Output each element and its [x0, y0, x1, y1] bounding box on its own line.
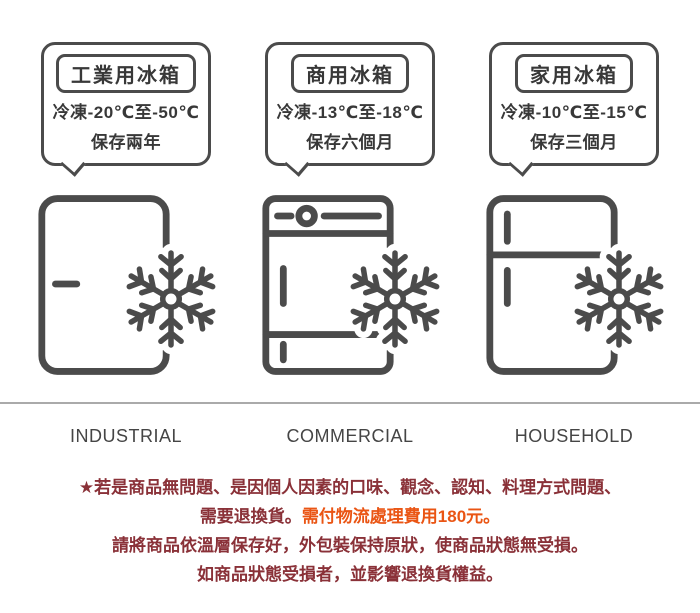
english-labels-row: INDUSTRIAL COMMERCIAL HOUSEHOLD: [0, 426, 700, 447]
divider-line: [0, 402, 700, 404]
freezer-temp-range: 冷凍-13℃至-18℃: [276, 103, 424, 122]
freezer-storage-duration: 保存兩年: [91, 133, 161, 152]
freezer-storage-duration: 保存三個月: [530, 133, 618, 152]
freezer-temp-range: 冷凍-10℃至-15℃: [500, 103, 648, 122]
label-commercial: COMMERCIAL: [286, 426, 414, 446]
card-commercial: 商用冰箱 冷凍-13℃至-18℃ 保存六個月: [238, 42, 462, 388]
freezer-cards-row: 工業用冰箱 冷凍-20℃至-50℃ 保存兩年 商用冰箱 冷凍-13: [0, 0, 700, 388]
speech-bubble-commercial: 商用冰箱 冷凍-13℃至-18℃ 保存六個月: [264, 42, 436, 166]
freezer-type-title: 工業用冰箱: [56, 54, 196, 93]
notice-line-4: 如商品狀態受損者，並影響退換貨權益。: [197, 565, 503, 584]
notice-line-1: ★若是商品無問題、是因個人因素的口味、觀念、認知、料理方式問題、: [78, 478, 622, 497]
speech-bubble-industrial: 工業用冰箱 冷凍-20℃至-50℃ 保存兩年: [40, 42, 212, 166]
commercial-freezer-illustration: [244, 190, 456, 388]
snowflake-icon: [562, 242, 676, 356]
card-household: 家用冰箱 冷凍-10℃至-15℃ 保存三個月: [462, 42, 686, 388]
notice-line-2: 需要退換貨。需付物流處理費用180元。: [0, 502, 700, 531]
notice-line-2-plain: 需要退換貨。: [199, 507, 302, 526]
freezer-temp-range: 冷凍-20℃至-50℃: [52, 103, 200, 122]
industrial-freezer-illustration: [20, 190, 232, 388]
freezer-type-title: 家用冰箱: [515, 54, 633, 93]
notice-line-3: 請將商品依溫層保存好，外包裝保持原狀，使商品狀態無受損。: [112, 536, 588, 555]
label-industrial: INDUSTRIAL: [69, 426, 182, 446]
snowflake-icon: [338, 242, 452, 356]
return-policy-notice: ★若是商品無問題、是因個人因素的口味、觀念、認知、料理方式問題、 需要退換貨。需…: [0, 473, 700, 589]
label-household: HOUSEHOLD: [514, 426, 634, 446]
household-fridge-illustration: [468, 190, 680, 388]
card-industrial: 工業用冰箱 冷凍-20℃至-50℃ 保存兩年: [14, 42, 238, 388]
notice-line-2-fee-highlight: 需付物流處理費用180元。: [301, 507, 501, 526]
snowflake-icon: [114, 242, 228, 356]
freezer-storage-duration: 保存六個月: [306, 133, 394, 152]
freezer-type-title: 商用冰箱: [291, 54, 409, 93]
speech-bubble-household: 家用冰箱 冷凍-10℃至-15℃ 保存三個月: [488, 42, 660, 166]
